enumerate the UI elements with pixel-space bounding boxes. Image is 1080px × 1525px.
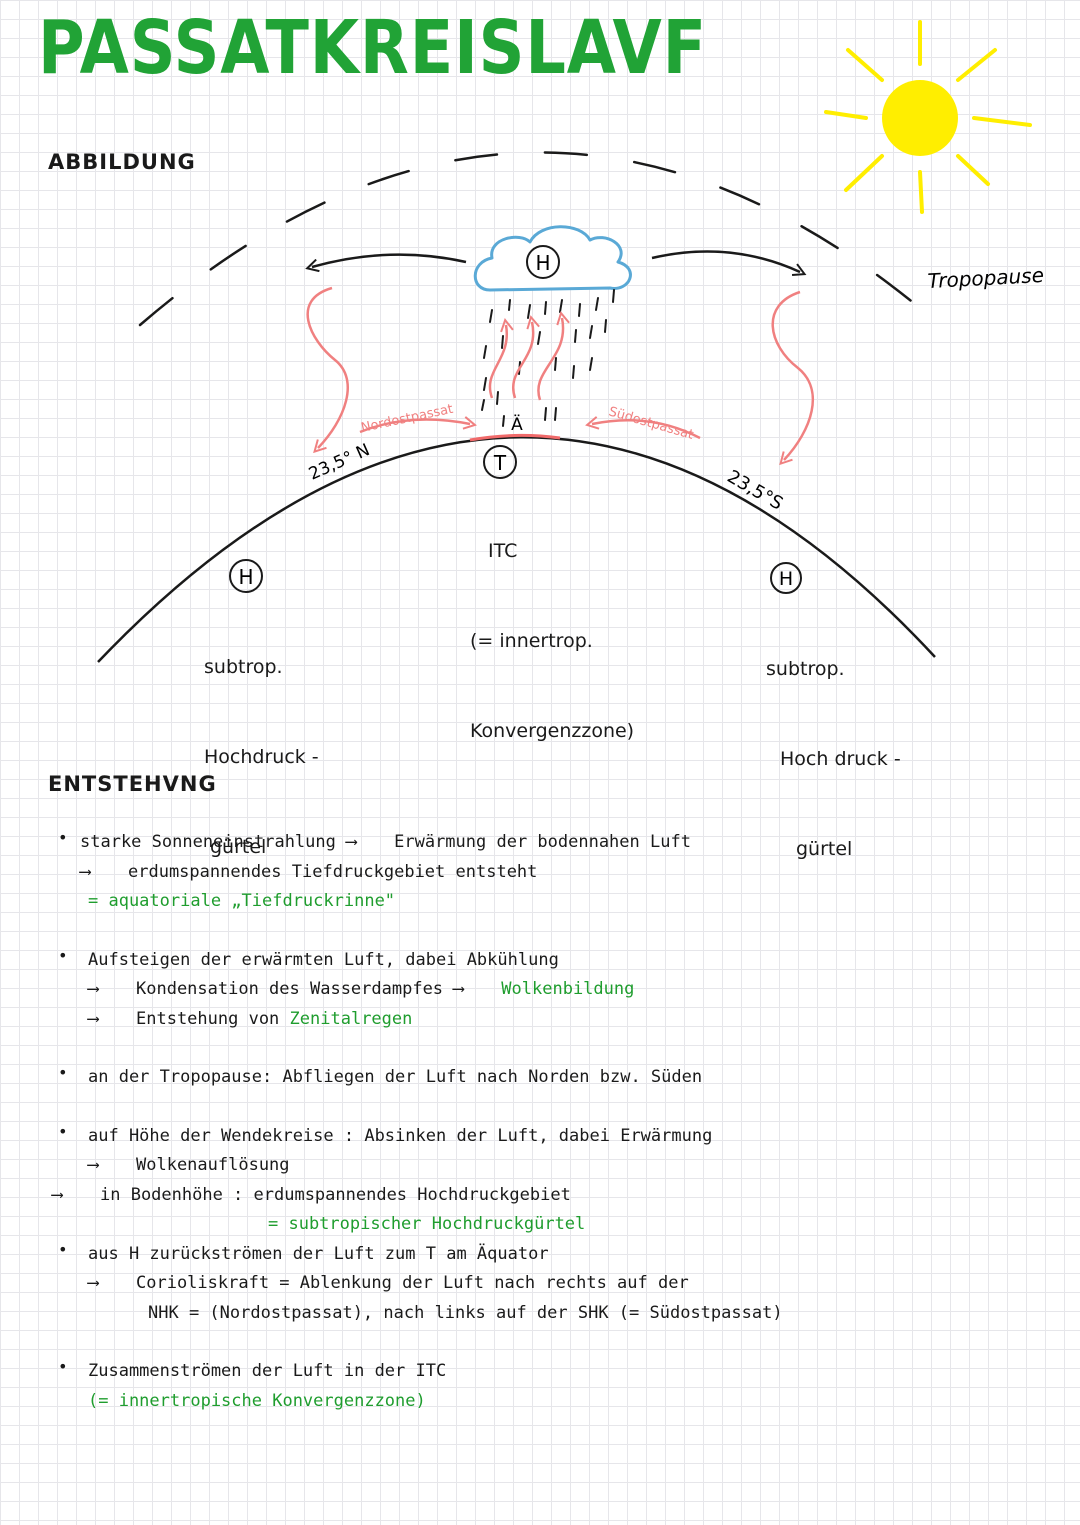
note-line: ⟶ Wolkenauflösung <box>58 1151 1058 1181</box>
left-high-symbol: H <box>238 565 253 589</box>
right-high-circle <box>770 562 802 594</box>
bullet-dot: • <box>58 945 68 965</box>
belt-label-line: gürtel <box>796 838 853 860</box>
note-text: Corioliskraft = Ablenkung der Luft nach … <box>136 1273 689 1293</box>
arrow-icon: ⟶ <box>88 1008 99 1029</box>
tropopause-label: Tropopause <box>927 263 1045 293</box>
note-line: aus H zurückströmen der Luft zum T am Äq… <box>88 1243 549 1264</box>
itc-label-line: Konvergenzzone) <box>470 720 635 742</box>
right-high-pressure-belt-label: subtrop. Hoch druck - gürtel <box>766 594 901 894</box>
note-bullet-4: • auf Höhe der Wendekreise : Absinken de… <box>52 1121 1058 1240</box>
section-heading-origin: ENTSTEHVNG <box>48 772 217 796</box>
note-bullet-5: • aus H zurückströmen der Luft zum T am … <box>58 1240 1058 1329</box>
arrow-icon: ⟶ <box>52 1184 63 1205</box>
note-line: an der Tropopause: Abfliegen der Luft na… <box>88 1067 703 1087</box>
note-line: NHK = (Nordostpassat), nach links auf de… <box>148 1302 783 1323</box>
left-high-pressure-belt-label: subtrop. Hochdruck - gürtel <box>204 592 319 892</box>
right-high-symbol: H <box>779 568 793 590</box>
note-line: ⟶ Kondensation des Wasserdampfes ⟶ Wolkenb… <box>58 975 1058 1005</box>
itc-label: ITC (= innertrop. Konvergenzzone) <box>470 476 634 776</box>
note-text: Entstehung von <box>136 1008 280 1029</box>
note-text: in Bodenhöhe : erdumspannendes Hochdruck… <box>100 1184 571 1205</box>
belt-label-line: gürtel <box>210 836 267 858</box>
note-line: ⟶ Corioliskraft = Ablenkung der Luft nach… <box>58 1269 1058 1299</box>
note-line: ⟶ in Bodenhöhe : erdumspannendes Hochdruc… <box>52 1181 1058 1211</box>
note-line: Aufsteigen der erwärmten Luft, dabei Abk… <box>88 949 559 970</box>
north-latitude-label: 23,5° N <box>306 440 373 484</box>
itc-label-line: (= innertrop. <box>470 630 593 652</box>
cloud-high-circle <box>526 245 560 279</box>
northeast-trade-arrow <box>359 420 470 434</box>
note-line: starke Sonneneinstrahlung ⟶ Erwärmung der… <box>58 828 1058 858</box>
southeast-trade-arrow <box>592 420 701 440</box>
arrow-icon: ⟶ <box>346 832 357 852</box>
descending-air-north <box>306 286 349 448</box>
arrow-icon: ⟶ <box>453 979 464 999</box>
belt-label-line: subtrop. <box>766 658 845 680</box>
tropopause-line <box>138 151 942 327</box>
northeast-trade-label: Nordostpassat <box>360 402 455 436</box>
bullet-dot: • <box>58 1063 68 1082</box>
bullet-dot: • <box>58 1121 68 1141</box>
bullet-dot: • <box>58 1239 68 1259</box>
rain-icon <box>481 289 615 427</box>
note-bullet-3: • an der Tropopause: Abfliegen der Luft … <box>58 1063 1058 1093</box>
trade-wind-diagram: H T H H Ä 23,5° N 23,5°S Nordostpassat S… <box>97 20 1045 663</box>
note-bullet-2: • Aufsteigen der erwärmten Luft, dabei A… <box>58 946 1058 1035</box>
note-text: Wolkenbildung <box>501 979 635 999</box>
notes-list: • starke Sonneneinstrahlung ⟶ Erwärmung d… <box>52 828 1058 1416</box>
arrow-icon: ⟶ <box>88 1155 99 1175</box>
cloud-icon <box>473 225 632 292</box>
itc-surface-segment <box>469 433 561 442</box>
note-text: Kondensation des Wasserdampfes <box>136 979 444 999</box>
belt-label-line: Hochdruck - <box>204 746 319 768</box>
left-high-circle <box>229 559 263 593</box>
sun-icon <box>824 20 1032 214</box>
note-bullet-6: • Zusammenströmen der Luft in der ITC (=… <box>58 1357 1058 1416</box>
note-text: erdumspannendes Tiefdruckgebiet entsteht <box>128 861 538 882</box>
itc-low-circle <box>483 445 517 479</box>
descending-air-south <box>771 290 815 460</box>
belt-label-line: Hoch druck - <box>780 748 901 770</box>
note-line: ⟶ erdumspannendes Tiefdruckgebiet entsteh… <box>58 858 1058 888</box>
outflow-arrow-south <box>651 250 800 272</box>
bullet-dot: • <box>58 828 68 847</box>
section-heading-figure: ABBILDUNG <box>48 150 196 174</box>
note-line: ⟶ Entstehung von Zenitalregen <box>58 1005 1058 1035</box>
page-title: PASSATKREISLAVF <box>38 5 708 91</box>
rising-air-arrows <box>488 318 563 401</box>
note-text: Zenitalregen <box>289 1008 413 1029</box>
arrow-icon: ⟶ <box>80 861 91 882</box>
note-line: (= innertropische Konvergenzzone) <box>88 1390 426 1411</box>
note-line: = subtropischer Hochdruckgürtel <box>268 1214 586 1234</box>
note-text: starke Sonneneinstrahlung <box>80 832 336 852</box>
itc-label-line: ITC <box>488 540 518 562</box>
note-text: Erwärmung der bodennahen Luft <box>394 832 691 852</box>
earth-surface-arc <box>97 436 936 663</box>
outflow-arrow-north <box>312 253 467 267</box>
equator-letter: Ä <box>511 414 523 435</box>
arrow-icon: ⟶ <box>88 979 99 999</box>
note-bullet-1: • starke Sonneneinstrahlung ⟶ Erwärmung d… <box>58 828 1058 917</box>
southeast-trade-label: Südostpassat <box>607 404 695 443</box>
cloud-high-symbol: H <box>535 251 550 275</box>
note-line: Zusammenströmen der Luft in der ITC <box>88 1361 447 1381</box>
belt-label-line: subtrop. <box>204 656 283 678</box>
itc-low-symbol: T <box>493 451 507 475</box>
note-text: Wolkenauflösung <box>136 1155 290 1175</box>
note-line: auf Höhe der Wendekreise : Absinken der … <box>88 1125 713 1146</box>
bullet-dot: • <box>58 1357 68 1376</box>
arrow-icon: ⟶ <box>88 1273 99 1293</box>
note-line: = aquatoriale „Tiefdruckrinne" <box>88 891 396 911</box>
